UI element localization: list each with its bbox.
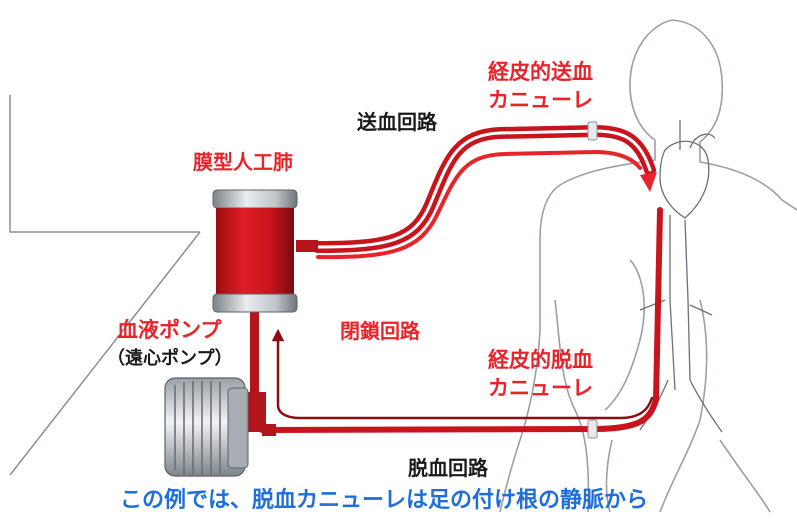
return-circuit-label: 送血回路 <box>357 110 437 134</box>
centrifugal-pump-label: （遠心ポンプ） <box>107 348 233 369</box>
drainage-circuit-tube <box>259 207 663 439</box>
drainage-cannula-label-line1: 経皮的脱血 <box>488 348 593 372</box>
return-cannula-label-line2: カニューレ <box>488 88 593 112</box>
closed-circuit-label: 閉鎖回路 <box>340 319 420 343</box>
bed-outline <box>9 95 201 476</box>
blood-pump-label: 血液ポンプ <box>117 318 222 342</box>
drainage-cannula-label-line2: カニューレ <box>488 376 593 400</box>
membrane-oxygenator-label: 膜型人工肺 <box>193 150 293 174</box>
bottom-caption: この例では、脱血カニューレは足の付け根の静脈から <box>120 488 649 513</box>
return-cannula-label-line1: 経皮的送血 <box>488 60 593 84</box>
drainage-circuit-label: 脱血回路 <box>408 456 488 480</box>
membrane-oxygenator <box>212 189 318 313</box>
return-circuit-tube <box>312 121 657 260</box>
human-body-outline <box>499 19 797 513</box>
centrifugal-pump <box>164 377 249 477</box>
